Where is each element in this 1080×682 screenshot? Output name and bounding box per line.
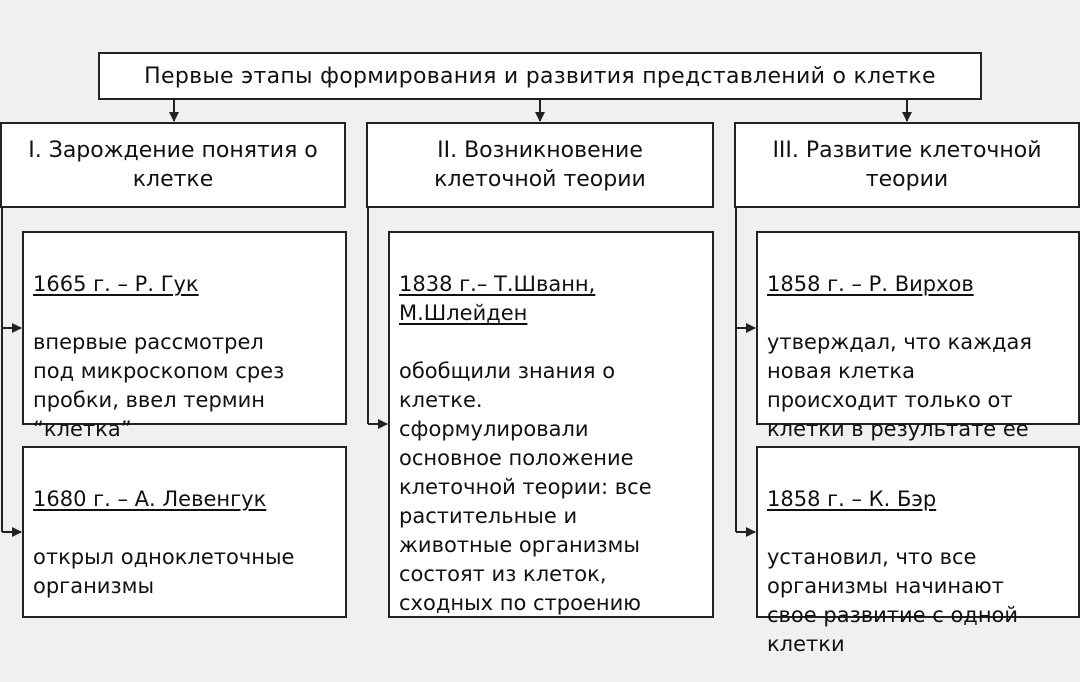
diagram-title: Первые этапы формирования и развития пре… [98, 52, 982, 100]
fact-text-hooke: впервые рассмотрел под микроскопом срез … [33, 330, 285, 441]
fact-heading-schwann-schleiden: 1838 г.– Т.Шванн, М.Шлейден [399, 272, 596, 325]
fact-text-schwann-schleiden: обобщили знания о клетке. сформулировали… [399, 359, 652, 615]
column-heading-2-text: II. Возникновение клеточной теории [434, 138, 646, 192]
fact-heading-leeuwenhoek: 1680 г. – А. Левенгук [33, 487, 267, 511]
fact-text-leeuwenhoek: открыл одноклеточные организмы [33, 545, 295, 598]
fact-heading-virchow: 1858 г. – Р. Вирхов [767, 272, 974, 296]
column-heading-2: II. Возникновение клеточной теории [366, 122, 714, 208]
fact-text-baer: установил, что все организмы начинают св… [767, 545, 1019, 656]
column-heading-3-text: III. Развитие клеточной теории [772, 138, 1042, 192]
fact-heading-baer: 1858 г. – К. Бэр [767, 487, 937, 511]
fact-box-virchow: 1858 г. – Р. Вирхов утверждал, что кажда… [756, 231, 1080, 470]
column-heading-1: I. Зарождение понятия о клетке [0, 122, 346, 208]
column-heading-3: III. Развитие клеточной теории [734, 122, 1080, 208]
fact-heading-hooke: 1665 г. – Р. Гук [33, 272, 199, 296]
fact-box-schwann-schleiden: 1838 г.– Т.Шванн, М.Шлейден обобщили зна… [388, 231, 714, 618]
fact-box-leeuwenhoek: 1680 г. – А. Левенгук открыл одноклеточн… [22, 446, 347, 618]
fact-box-hooke: 1665 г. – Р. Гук впервые рассмотрел под … [22, 231, 347, 441]
fact-box-baer: 1858 г. – К. Бэр установил, что все орга… [756, 446, 1080, 656]
column-heading-1-text: I. Зарождение понятия о клетке [28, 138, 318, 192]
